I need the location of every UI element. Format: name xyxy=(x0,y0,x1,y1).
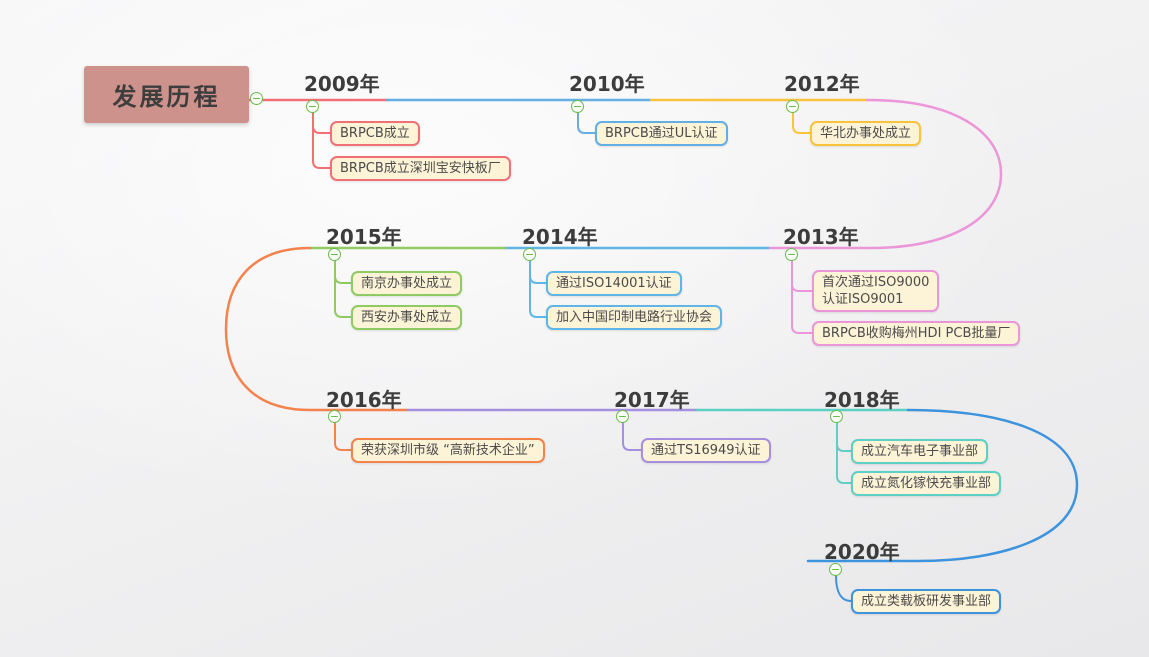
collapse-button-root[interactable] xyxy=(250,92,263,105)
collapse-button-2016[interactable] xyxy=(328,410,341,423)
year-label-2014[interactable]: 2014年 xyxy=(522,225,598,249)
timeline-segment-2016 xyxy=(224,246,410,412)
topic-2016-0[interactable]: 荣获深圳市级 “高新技术企业” xyxy=(351,438,545,463)
connector-2016 xyxy=(334,421,352,451)
connector-2012 xyxy=(792,111,811,134)
connector-2010 xyxy=(577,111,596,134)
timeline-segment-2020 xyxy=(806,408,1079,563)
topic-2017-0[interactable]: 通过TS16949认证 xyxy=(641,438,771,463)
topic-2013-0[interactable]: 首次通过ISO9000 认证ISO9001 xyxy=(812,270,940,312)
collapse-button-2015[interactable] xyxy=(328,248,341,261)
topic-2010-0[interactable]: BRPCB通过UL认证 xyxy=(595,121,728,146)
topic-2015-0[interactable]: 南京办事处成立 xyxy=(351,271,463,296)
topic-2012-0[interactable]: 华北办事处成立 xyxy=(810,121,922,146)
topic-2020-0[interactable]: 成立类载板研发事业部 xyxy=(851,589,1002,614)
collapse-button-2020[interactable] xyxy=(829,563,842,576)
topic-2015-1[interactable]: 西安办事处成立 xyxy=(351,305,463,330)
year-label-2017[interactable]: 2017年 xyxy=(614,388,690,412)
year-label-2009[interactable]: 2009年 xyxy=(304,72,380,96)
collapse-button-2017[interactable] xyxy=(616,410,629,423)
connector-2017 xyxy=(622,421,642,451)
root-topic[interactable]: 发展历程 xyxy=(84,66,249,123)
year-label-2010[interactable]: 2010年 xyxy=(569,72,645,96)
topic-2014-0[interactable]: 通过ISO14001认证 xyxy=(546,271,682,296)
collapse-button-2014[interactable] xyxy=(523,248,536,261)
collapse-button-2009[interactable] xyxy=(306,100,319,113)
topic-2014-1[interactable]: 加入中国印制电路行业协会 xyxy=(546,305,723,330)
topic-2018-1[interactable]: 成立氮化镓快充事业部 xyxy=(851,471,1002,496)
connector-2018 xyxy=(836,421,852,484)
topic-2018-0[interactable]: 成立汽车电子事业部 xyxy=(851,439,989,464)
year-label-2018[interactable]: 2018年 xyxy=(824,388,900,412)
year-label-2016[interactable]: 2016年 xyxy=(326,388,402,412)
topic-2009-1[interactable]: BRPCB成立深圳宝安快板厂 xyxy=(330,156,511,181)
collapse-button-2010[interactable] xyxy=(571,100,584,113)
collapse-button-2018[interactable] xyxy=(830,410,843,423)
collapse-button-2013[interactable] xyxy=(785,248,798,261)
year-label-2020[interactable]: 2020年 xyxy=(824,540,900,564)
topic-2009-0[interactable]: BRPCB成立 xyxy=(330,121,420,146)
connector-2009 xyxy=(312,111,331,169)
connector-2015 xyxy=(334,259,352,318)
year-label-2013[interactable]: 2013年 xyxy=(783,225,859,249)
connector-2014 xyxy=(529,259,547,318)
collapse-button-2012[interactable] xyxy=(786,100,799,113)
timeline-segment-2013 xyxy=(766,98,1003,250)
connector-2013 xyxy=(791,259,813,334)
topic-2013-1[interactable]: BRPCB收购梅州HDI PCB批量厂 xyxy=(812,321,1021,346)
year-label-2012[interactable]: 2012年 xyxy=(784,72,860,96)
connector-2020 xyxy=(835,575,852,602)
year-label-2015[interactable]: 2015年 xyxy=(326,225,402,249)
